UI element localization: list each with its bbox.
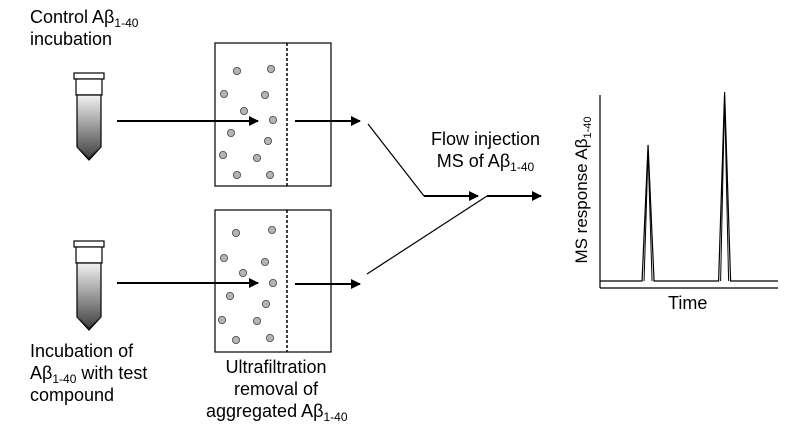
test-incubation-label: Incubation of Aβ1-40 with test compound <box>30 341 148 405</box>
control-filter-box <box>214 42 332 187</box>
flow-injection-label: Flow injection MS of Aβ1-40 <box>430 129 541 174</box>
chart-x-axis-label: Time <box>668 293 708 313</box>
control-particles <box>218 65 277 179</box>
chart-axes <box>599 95 778 289</box>
chart-peak-2 <box>720 97 730 282</box>
test-filter-box <box>214 209 332 353</box>
chart-trace-line <box>600 91 778 282</box>
chart-peak-1 <box>643 150 653 282</box>
control-incubation-label: Control Aβ1-40 incubation <box>30 7 139 49</box>
chart-y-axis-label: MS response Aβ1-40 <box>572 116 594 264</box>
connector-bottom <box>366 195 488 275</box>
ultrafiltration-label: Ultrafiltration removal of aggregated Aβ… <box>206 357 348 424</box>
chart-plot-area <box>600 91 778 282</box>
connector-top <box>367 123 425 197</box>
test-particles <box>217 225 277 344</box>
test-tube-icon <box>73 240 105 331</box>
control-tube-icon <box>73 72 105 161</box>
